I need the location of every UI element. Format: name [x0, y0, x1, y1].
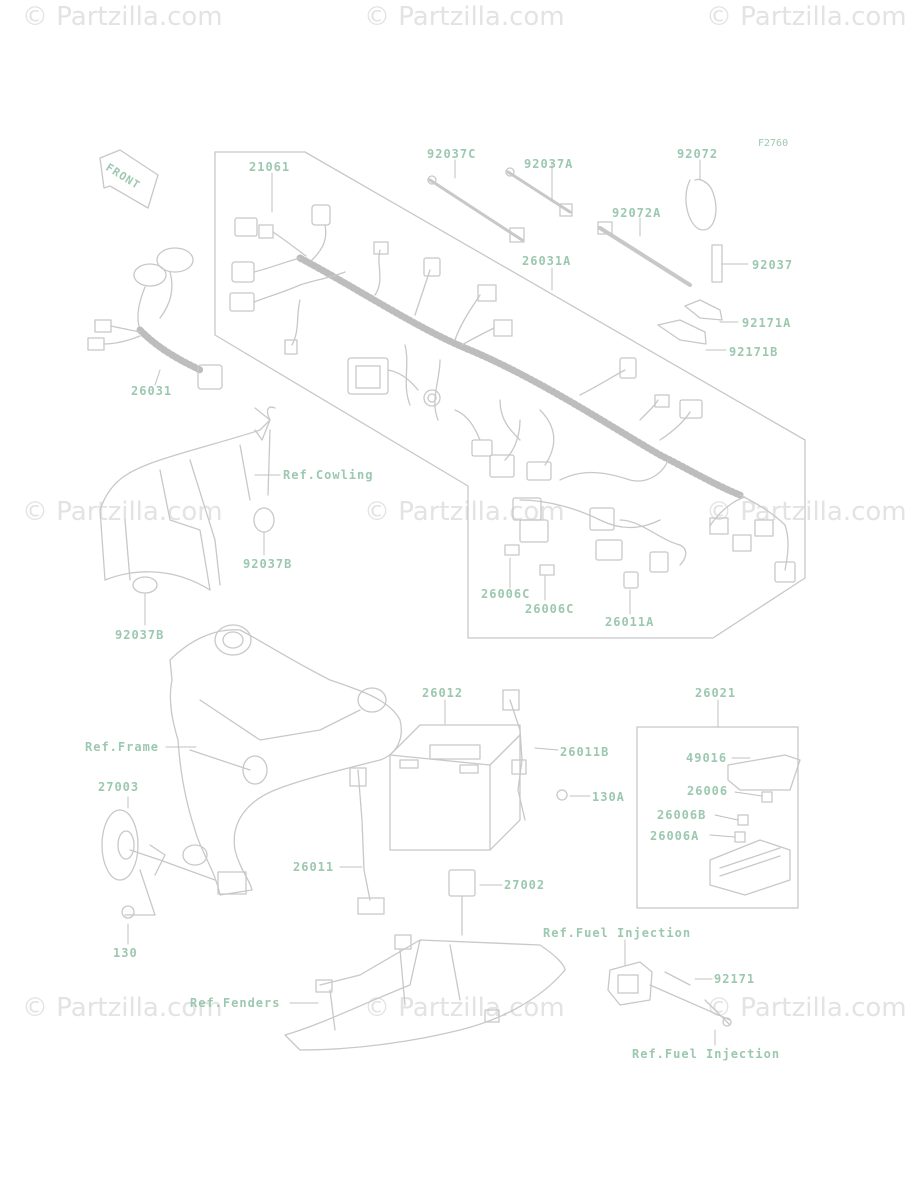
- part-label-92037A: 92037A: [524, 157, 574, 171]
- part-label-130: 130: [113, 946, 138, 960]
- watermark: © Partzilla.com: [364, 993, 565, 1023]
- part-label-92171A: 92171A: [742, 316, 792, 330]
- figure-code: F2760: [758, 138, 789, 149]
- part-label-92037: 92037: [752, 258, 794, 272]
- part-label-26031: 26031: [131, 384, 173, 398]
- part-label-92037B: 92037B: [243, 557, 293, 571]
- part-label-49016: 49016: [686, 751, 728, 765]
- ref-fenders-label: Ref.Fenders: [190, 996, 281, 1010]
- watermark: © Partzilla.com: [22, 497, 223, 527]
- battery-outline: [389, 724, 521, 851]
- part-label-26012: 26012: [422, 686, 464, 700]
- part-label-21061: 21061: [249, 160, 291, 174]
- part-label-92037C: 92037C: [427, 147, 477, 161]
- ref-frame-label: Ref.Frame: [85, 740, 160, 754]
- part-label-26006C: 26006C: [481, 587, 531, 601]
- watermark: © Partzilla.com: [22, 993, 223, 1023]
- part-label-92171B: 92171B: [729, 345, 779, 359]
- watermark: © Partzilla.com: [706, 497, 907, 527]
- watermark: © Partzilla.com: [706, 993, 907, 1023]
- part-label-26011: 26011: [293, 860, 335, 874]
- watermark: © Partzilla.com: [364, 497, 565, 527]
- ref-fuel-injection-label: Ref.Fuel Injection: [543, 926, 692, 940]
- part-label-92037B: 92037B: [115, 628, 165, 642]
- part-label-92072: 92072: [677, 147, 719, 161]
- ref-fuel-injection-label: Ref.Fuel Injection: [632, 1047, 781, 1061]
- part-label-92072A: 92072A: [612, 206, 662, 220]
- part-label-92171: 92171: [714, 972, 756, 986]
- watermark: © Partzilla.com: [706, 2, 907, 32]
- main-harness-panel-outline: [214, 151, 806, 639]
- fender-outline: [284, 939, 566, 1051]
- part-label-26021: 26021: [695, 686, 737, 700]
- watermark: © Partzilla.com: [364, 2, 565, 32]
- ref-cowling-label: Ref.Cowling: [283, 468, 374, 482]
- part-label-26006: 26006: [687, 784, 729, 798]
- part-label-26006C: 26006C: [525, 602, 575, 616]
- part-label-26031A: 26031A: [522, 254, 572, 268]
- frame-outline: [169, 629, 402, 896]
- front-arrow-outline: [99, 149, 159, 209]
- part-label-26011A: 26011A: [605, 615, 655, 629]
- part-label-26006B: 26006B: [657, 808, 707, 822]
- watermark: © Partzilla.com: [22, 2, 223, 32]
- part-label-26006A: 26006A: [650, 829, 700, 843]
- part-label-27003: 27003: [98, 780, 140, 794]
- part-label-130A: 130A: [592, 790, 625, 804]
- part-label-27002: 27002: [504, 878, 546, 892]
- part-label-26011B: 26011B: [560, 745, 610, 759]
